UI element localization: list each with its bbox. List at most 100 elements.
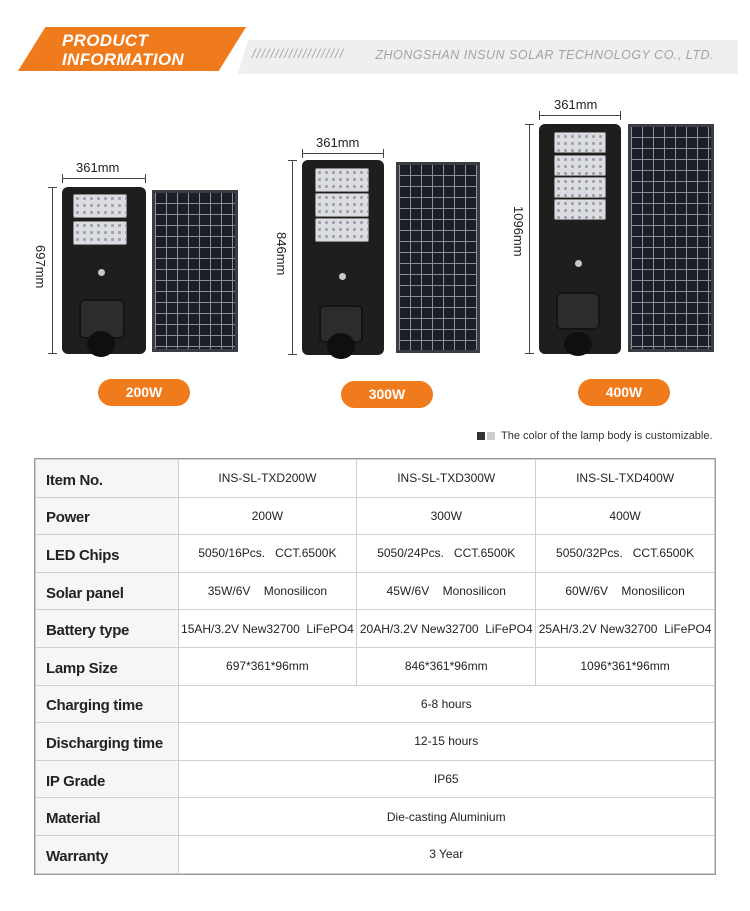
- row-label-text: Item No.: [46, 471, 103, 489]
- row-label: Charging time: [35, 684, 179, 724]
- led-module: [554, 155, 606, 176]
- table-cell: 5050/16Pcs. CCT.6500K: [177, 534, 358, 573]
- row-label-text: Charging time: [46, 697, 143, 715]
- row-label-text: LED Chips: [46, 546, 120, 564]
- led-module: [554, 199, 606, 220]
- row-label-text: Discharging time: [46, 734, 163, 752]
- table-cell: 200W: [177, 496, 358, 536]
- row-label: Solar panel: [35, 571, 179, 611]
- company-name: ZHONGSHAN INSUN SOLAR TECHNOLOGY CO., LT…: [375, 48, 714, 62]
- row-label: Battery type: [35, 609, 179, 648]
- power-badge: 200W: [98, 379, 190, 406]
- solar-panel-image: [152, 190, 238, 352]
- light-swatch-icon: [487, 432, 495, 440]
- sensor-icon: [575, 260, 582, 267]
- height-label: 1096mm: [511, 206, 526, 257]
- table-cell: 846*361*96mm: [356, 646, 537, 686]
- row-label-text: Material: [46, 810, 101, 828]
- table-cell: INS-SL-TXD300W: [356, 459, 537, 498]
- row-label-text: IP Grade: [46, 772, 106, 790]
- width-label: 361mm: [554, 97, 598, 112]
- header-orange-badge: [18, 27, 246, 71]
- table-cell: 697*361*96mm: [177, 646, 358, 686]
- led-module: [554, 177, 606, 198]
- table-cell: 60W/6V Monosilicon: [535, 571, 715, 611]
- row-label: Warranty: [35, 834, 179, 874]
- header-title: PRODUCT INFORMATION: [62, 31, 184, 69]
- solar-panel-image: [396, 162, 480, 353]
- row-label: Lamp Size: [35, 646, 179, 686]
- row-label-text: Warranty: [46, 847, 109, 865]
- color-note: The color of the lamp body is customizab…: [477, 430, 713, 442]
- header-title-line2: INFORMATION: [62, 50, 184, 69]
- power-badge: 400W: [578, 379, 670, 406]
- width-dimension-line: [539, 111, 621, 120]
- header-title-line1: PRODUCT: [62, 31, 149, 50]
- row-label-text: Lamp Size: [46, 659, 118, 677]
- pole-clamp: [564, 332, 592, 356]
- led-module: [315, 193, 369, 217]
- sensor-icon: [339, 273, 346, 280]
- table-cell: 5050/24Pcs. CCT.6500K: [356, 534, 537, 573]
- table-cell: 5050/32Pcs. CCT.6500K: [535, 534, 715, 573]
- header-banner: PRODUCT INFORMATION ////////////////////…: [0, 0, 750, 90]
- width-label: 361mm: [316, 135, 360, 150]
- led-module: [315, 218, 369, 242]
- led-module: [73, 221, 127, 245]
- height-dimension-line: [48, 187, 57, 354]
- power-badge: 300W: [341, 381, 433, 408]
- table-row: Discharging time 12-15 hours: [35, 722, 715, 761]
- width-label: 361mm: [76, 160, 120, 175]
- height-label: 846mm: [274, 232, 289, 276]
- table-cell: 12-15 hours: [177, 722, 715, 761]
- row-label-text: Solar panel: [46, 584, 124, 602]
- height-dimension-line: [288, 160, 297, 355]
- lamp-body-image: [539, 124, 621, 356]
- row-label: Discharging time: [35, 722, 179, 761]
- height-label: 697mm: [33, 245, 48, 289]
- table-cell: INS-SL-TXD400W: [535, 459, 715, 498]
- led-module: [73, 194, 127, 218]
- height-dimension-line: [525, 124, 534, 354]
- color-note-text: The color of the lamp body is customizab…: [501, 430, 713, 442]
- table-cell: INS-SL-TXD200W: [177, 459, 358, 498]
- row-label-text: Power: [46, 509, 90, 527]
- row-label: LED Chips: [35, 534, 179, 573]
- table-cell: 400W: [535, 496, 715, 536]
- pole-clamp: [327, 333, 355, 359]
- table-cell: 20AH/3.2V New32700 LiFePO4: [356, 609, 537, 648]
- row-label: Material: [35, 797, 179, 836]
- mount-bracket: [556, 292, 600, 330]
- width-dimension-line: [302, 149, 384, 158]
- table-row: IP Grade IP65: [35, 759, 715, 799]
- table-cell: 1096*361*96mm: [535, 646, 715, 686]
- table-cell: 15AH/3.2V New32700 LiFePO4: [177, 609, 358, 648]
- table-cell: 300W: [356, 496, 537, 536]
- table-cell: 25AH/3.2V New32700 LiFePO4: [535, 609, 715, 648]
- led-module: [315, 168, 369, 192]
- table-cell: IP65: [177, 759, 715, 799]
- header-grey-stripe: [238, 40, 738, 74]
- table-cell: 45W/6V Monosilicon: [356, 571, 537, 611]
- lamp-body-image: [302, 160, 384, 359]
- sensor-icon: [98, 269, 105, 276]
- pole-clamp: [87, 331, 115, 357]
- header-slashes: ////////////////////: [252, 46, 345, 61]
- led-module: [554, 132, 606, 153]
- solar-panel-image: [628, 124, 714, 352]
- table-cell: 35W/6V Monosilicon: [177, 571, 358, 611]
- table-row: Warranty 3 Year: [35, 834, 715, 874]
- table-cell: 3 Year: [177, 834, 715, 874]
- row-label: Item No.: [35, 459, 179, 498]
- dark-swatch-icon: [477, 432, 485, 440]
- row-label: Power: [35, 496, 179, 536]
